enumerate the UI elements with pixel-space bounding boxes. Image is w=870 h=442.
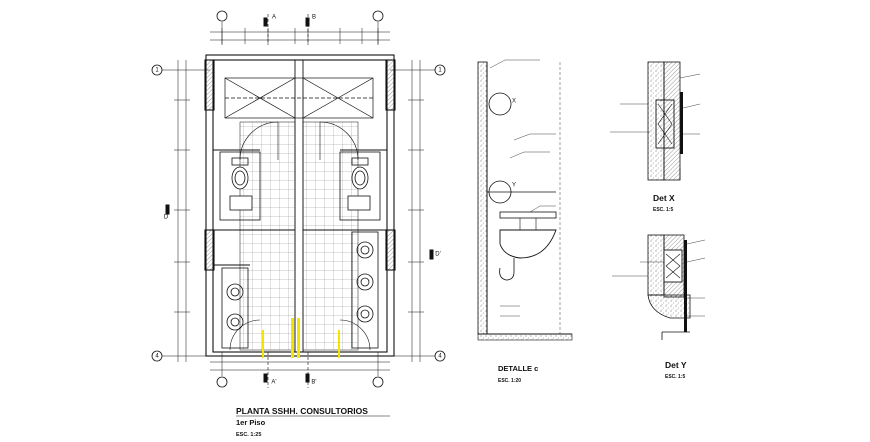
axis-label-a-bottom: A'	[271, 380, 276, 386]
floor-plan: A B A' B'	[151, 10, 446, 388]
axis-label-4-right: 4	[438, 354, 442, 360]
detail-c-title: DETALLE c	[498, 364, 538, 373]
axis-label-a-top: A	[272, 15, 276, 21]
callout-y: Y	[512, 183, 516, 189]
toilet-cubicles	[219, 151, 381, 221]
door-swings	[229, 121, 371, 351]
grid-axes-sides: 1 4 1 4 D D'	[151, 60, 446, 362]
detail-c-section: X Y	[477, 59, 573, 341]
detail-x-scale: ESC. 1:5	[653, 207, 674, 213]
yellow-markers	[262, 318, 340, 358]
axis-label-4: 4	[155, 354, 159, 360]
callout-x: X	[512, 99, 516, 105]
axis-label-1: 1	[155, 68, 159, 74]
plan-title: PLANTA SSHH. CONSULTORIOS	[236, 406, 368, 416]
axis-label-b-bottom: B'	[311, 380, 316, 386]
detail-y-title: Det Y	[665, 360, 687, 370]
section-mark-left: D	[164, 215, 169, 221]
section-mark-right: D'	[435, 252, 440, 258]
grid-axes-top: A B	[210, 10, 390, 45]
detail-x	[610, 61, 701, 181]
axis-label-b-top: B	[312, 15, 316, 21]
detail-y-scale: ESC. 1:5	[665, 374, 686, 380]
plan-scale: ESC. 1:25	[236, 432, 261, 438]
tile-floor-left	[239, 121, 296, 351]
tile-floor-right	[302, 121, 359, 351]
partitions	[213, 149, 387, 266]
plan-floor: 1er Piso	[236, 418, 266, 427]
detail-y	[612, 234, 706, 340]
grid-axes-bottom: A' B'	[210, 352, 390, 388]
axis-label-1-right: 1	[438, 68, 442, 74]
lavatory-fixtures	[221, 231, 379, 349]
detail-x-title: Det X	[653, 193, 675, 203]
upper-shaft-zone	[224, 77, 374, 119]
detail-c-scale: ESC. 1:20	[498, 378, 521, 384]
